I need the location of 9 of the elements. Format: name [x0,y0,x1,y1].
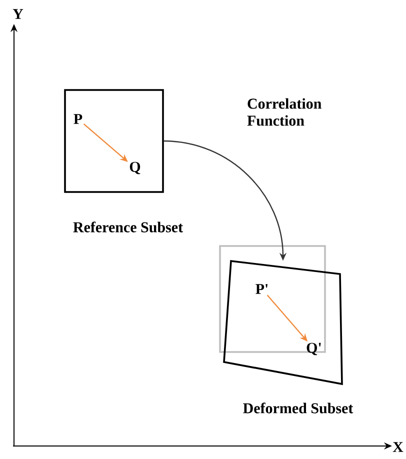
point-label: P [74,114,82,124]
axis-label: Y [12,9,24,19]
axis-label: X [392,442,404,452]
point-label: Q' [306,342,321,356]
subset-label: Reference Subset [73,222,183,232]
point-label: Q [130,162,140,174]
subset-label: Deformed Subset [243,402,354,414]
edge-label: Correlation Function [246,97,328,127]
point-label: P' [256,284,268,294]
